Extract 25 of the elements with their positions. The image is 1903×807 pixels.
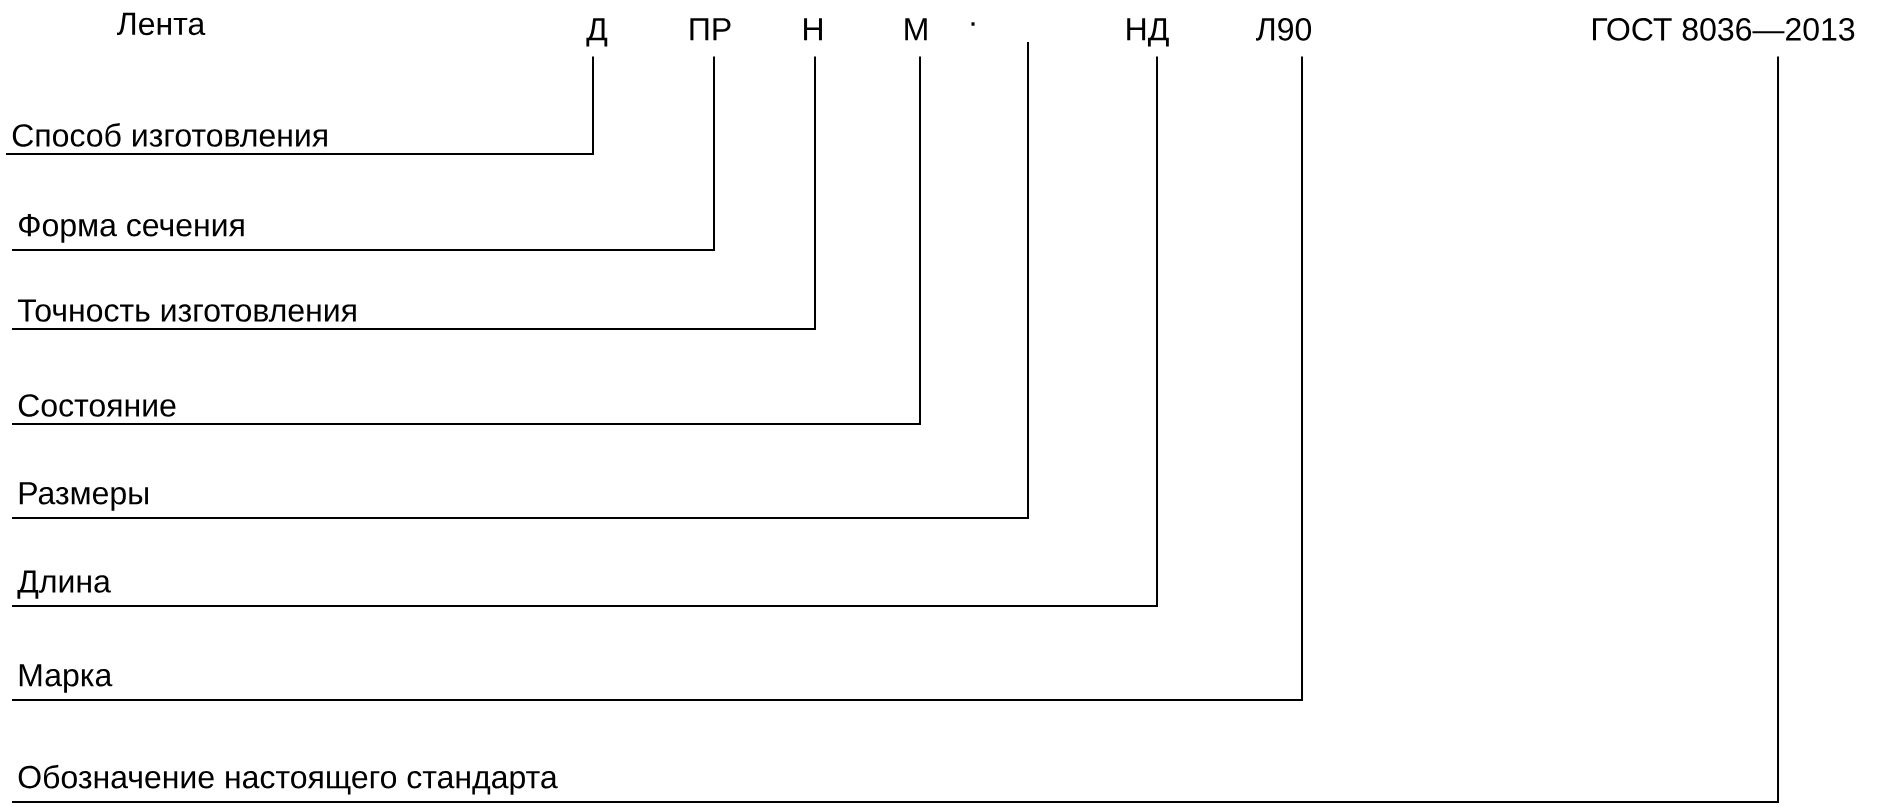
leader-line (11, 55, 1779, 803)
leader-line (11, 41, 1029, 519)
designation-label: Длина (17, 570, 111, 599)
designation-label: Размеры (19, 482, 148, 511)
designation-code: М (905, 18, 927, 41)
designation-label: Марка (19, 664, 113, 693)
designation-label: Точность изготовления (17, 299, 356, 322)
leader-line (11, 55, 921, 425)
product-name: Лента (117, 12, 206, 36)
leader-line (11, 55, 715, 251)
designation-code: ПР (690, 18, 731, 41)
designation-code: НД (1127, 18, 1169, 47)
designation-label: Форма сечения (19, 214, 244, 243)
designation-code: ГОСТ 8036—2013 (1593, 18, 1855, 41)
designation-label: Состояние (18, 394, 176, 417)
leader-line (5, 55, 594, 155)
designation-label: Обозначение настоящего стандарта (18, 764, 558, 795)
leader-line (11, 55, 1158, 607)
designation-code: Л90 (1256, 18, 1312, 41)
designation-label: Способ изготовления (12, 123, 327, 147)
leader-line (11, 55, 816, 330)
designation-code: Д (586, 18, 608, 47)
separator-dot: . (971, 22, 975, 26)
designation-code: Н (804, 18, 822, 41)
leader-line (11, 55, 1303, 701)
